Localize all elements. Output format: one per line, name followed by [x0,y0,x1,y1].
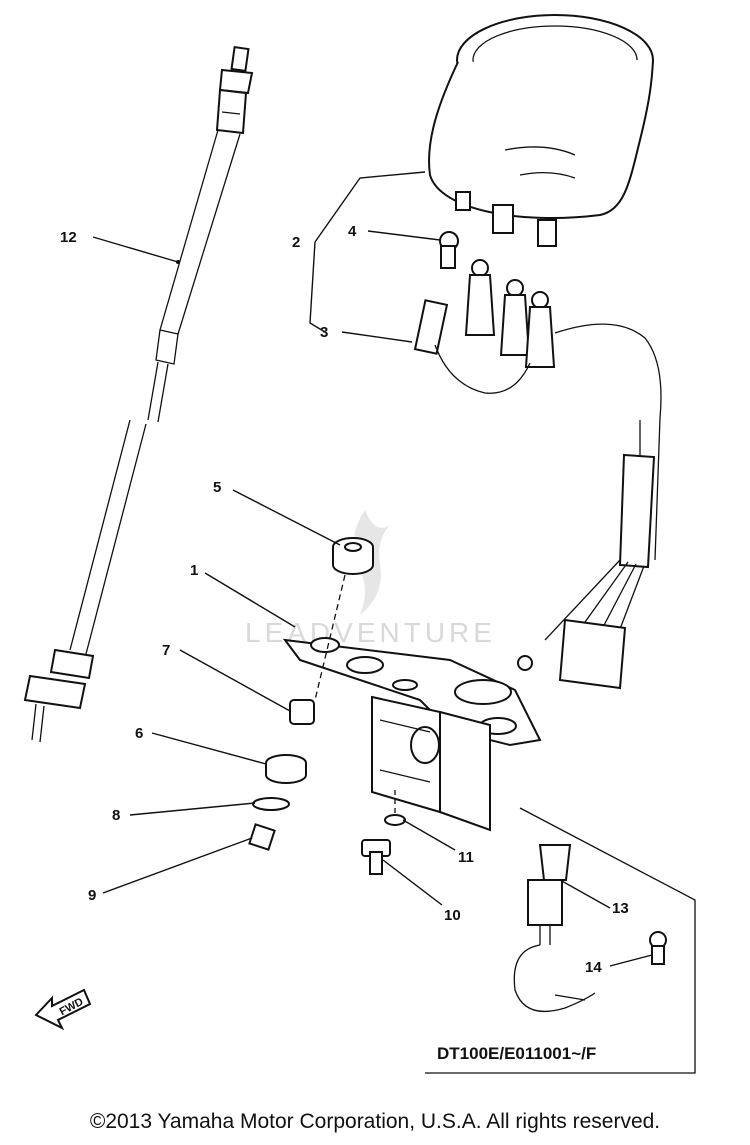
bulbs-and-sockets [413,231,662,690]
callout-5: 5 [213,479,221,496]
speedometer-housing [428,14,654,247]
copyright-notice: ©2013 Yamaha Motor Corporation, U.S.A. A… [89,1110,661,1133]
inset-panel: DT100E/E011001~/F [425,807,696,1074]
callout-3: 3 [320,324,328,341]
fwd-arrow: FWD [34,988,92,1031]
callout-1: 1 [190,562,198,579]
callout-labels: 12 2 4 3 5 1 7 6 8 9 11 10 13 14 [60,223,629,976]
leader-lines [92,171,653,967]
callout-8: 8 [112,807,120,824]
callout-2: 2 [292,234,300,251]
inset-model-code: DT100E/E011001~/F [437,1044,596,1063]
callout-7: 7 [162,642,170,659]
speedometer-cable [23,46,254,743]
callout-10: 10 [444,907,461,924]
callout-6: 6 [135,725,143,742]
callout-13: 13 [612,900,629,917]
watermark: LEADVENTURE [245,510,496,648]
meter-bracket [282,637,542,832]
callout-9: 9 [88,887,96,904]
callout-11: 11 [458,849,474,866]
callout-14: 14 [585,959,602,976]
callout-12: 12 [60,229,77,246]
mount-hardware [248,537,406,875]
fwd-label: FWD [58,996,86,1018]
watermark-text: LEADVENTURE [245,617,496,648]
callout-4: 4 [348,223,357,240]
